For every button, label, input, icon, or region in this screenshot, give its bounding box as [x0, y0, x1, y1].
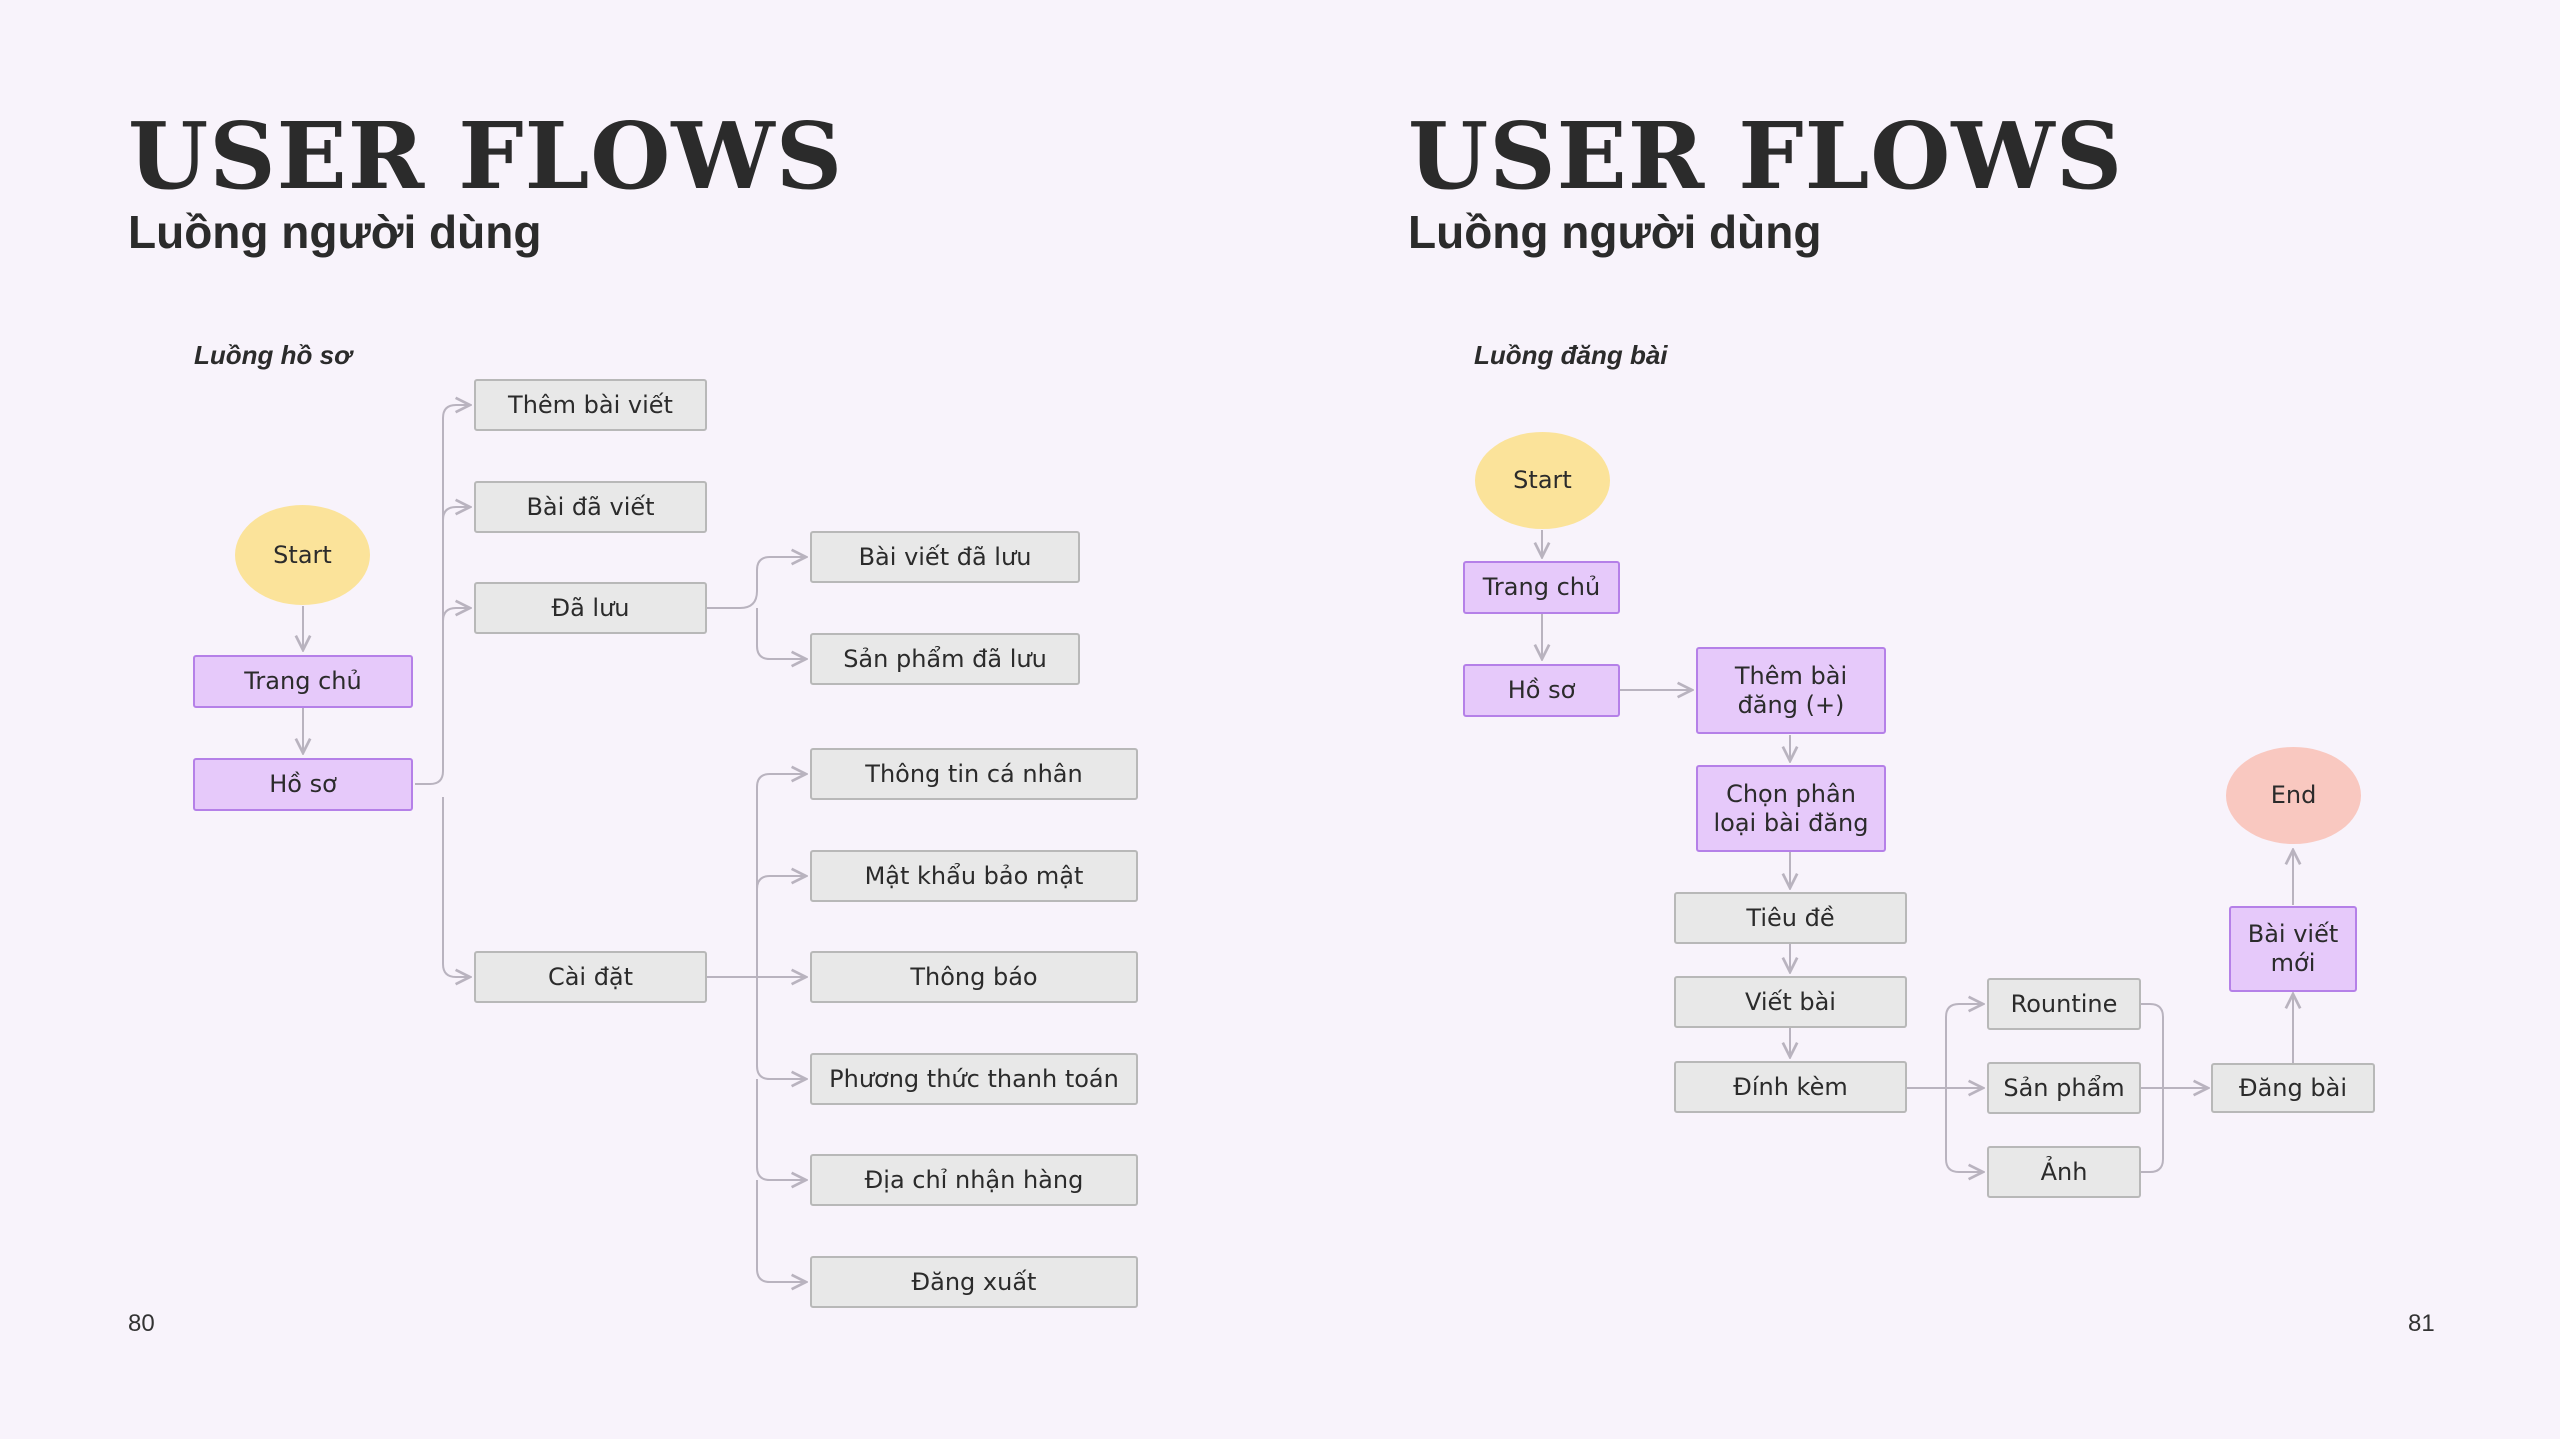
- profile-flow-connectors: [0, 0, 1280, 1439]
- connector-profile-saved: [442, 608, 470, 622]
- flow-node-end: End: [2226, 747, 2361, 844]
- connector-settings-address: [756, 1079, 806, 1180]
- flow-node-saved-posts: Bài viết đã lưu: [810, 531, 1080, 583]
- connector-settings-info: [756, 774, 806, 977]
- flow-node-password-security: Mật khẩu bảo mật: [810, 850, 1138, 902]
- connector-attach-routine: [1945, 1004, 1983, 1088]
- page-subtitle: Luồng người dùng: [128, 206, 542, 258]
- flow-node-home: Trang chủ: [1463, 561, 1620, 614]
- flow-node-publish: Đăng bài: [2211, 1063, 2375, 1113]
- flow-node-product: Sản phẩm: [1987, 1062, 2141, 1114]
- posting-flow-connectors: [1280, 530, 2560, 1439]
- flow-node-routine: Rountine: [1987, 978, 2141, 1030]
- flow-node-start: Start: [1475, 432, 1610, 529]
- connector-saved-branches: [707, 557, 806, 609]
- flow-node-notifications: Thông báo: [810, 951, 1138, 1003]
- flow-node-payment-methods: Phương thức thanh toán: [810, 1053, 1138, 1105]
- flow-node-home: Trang chủ: [193, 655, 413, 708]
- page-title: USER FLOWS: [1408, 102, 2124, 210]
- connector-routine-merge: [2140, 1003, 2164, 1088]
- connector-settings-payment: [756, 977, 806, 1079]
- page-80: USER FLOWS Luồng người dùng Luồng hồ sơ …: [0, 0, 1280, 1439]
- flow-node-profile: Hồ sơ: [193, 758, 413, 811]
- page-number: 80: [128, 1310, 155, 1337]
- connector-saved-products: [756, 608, 806, 659]
- flow-node-posted: Bài đã viết: [474, 481, 707, 533]
- flow-node-profile: Hồ sơ: [1463, 664, 1620, 717]
- connector-profile-settings: [442, 797, 470, 977]
- page-title: USER FLOWS: [128, 102, 844, 210]
- flow-node-add-post: Thêm bài đăng (+): [1696, 647, 1886, 734]
- page-subtitle: Luồng người dùng: [1408, 206, 1822, 258]
- flow-node-add-post: Thêm bài viết: [474, 379, 707, 431]
- flow-node-new-post: Bài viết mới: [2229, 906, 2357, 992]
- flow-node-shipping-address: Địa chỉ nhận hàng: [810, 1154, 1138, 1206]
- section-label: Luồng đăng bài: [1474, 340, 1668, 370]
- flow-node-personal-info: Thông tin cá nhân: [810, 748, 1138, 800]
- connector-profile-trunk: [415, 405, 470, 785]
- flow-node-title: Tiêu đề: [1674, 892, 1907, 944]
- flow-node-settings: Cài đặt: [474, 951, 707, 1003]
- connector-photo-merge: [2140, 1088, 2164, 1173]
- flow-node-saved-products: Sản phẩm đã lưu: [810, 633, 1080, 685]
- flow-node-write-post: Viết bài: [1674, 976, 1907, 1028]
- connector-attach-photo: [1945, 1088, 1983, 1172]
- flow-node-saved: Đã lưu: [474, 582, 707, 634]
- connector-settings-logout: [756, 1180, 806, 1282]
- flow-node-start: Start: [235, 505, 370, 605]
- section-label: Luồng hồ sơ: [194, 340, 352, 370]
- flow-node-logout: Đăng xuất: [810, 1256, 1138, 1308]
- flow-node-photo: Ảnh: [1987, 1146, 2141, 1198]
- page-81: USER FLOWS Luồng người dùng Luồng đăng b…: [1280, 0, 2560, 1439]
- page-number: 81: [2408, 1310, 2435, 1337]
- connector-settings-password: [756, 876, 806, 890]
- flow-node-choose-category: Chọn phân loại bài đăng: [1696, 765, 1886, 852]
- connector-profile-posted: [442, 507, 470, 521]
- flow-node-attach: Đính kèm: [1674, 1061, 1907, 1113]
